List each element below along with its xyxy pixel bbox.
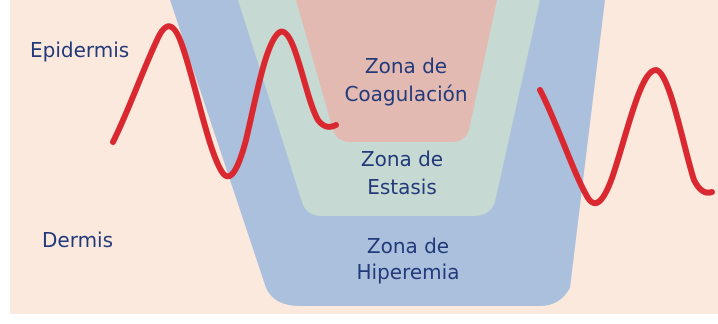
- coagulation-label-line2: Coagulación: [344, 82, 467, 106]
- dermis-label: Dermis: [42, 228, 113, 252]
- hyperemia-label-line2: Hiperemia: [357, 260, 460, 284]
- coagulation-label-line1: Zona de: [365, 54, 447, 78]
- wave-line-right: [537, 67, 715, 207]
- coagulation-zone-shape: [296, 0, 497, 142]
- hyperemia-label-line1: Zona de: [367, 234, 449, 258]
- stasis-label-line1: Zona de: [361, 147, 443, 171]
- wave-line-left: [110, 23, 339, 180]
- stasis-label-line2: Estasis: [367, 175, 437, 199]
- epidermis-label: Epidermis: [30, 38, 129, 62]
